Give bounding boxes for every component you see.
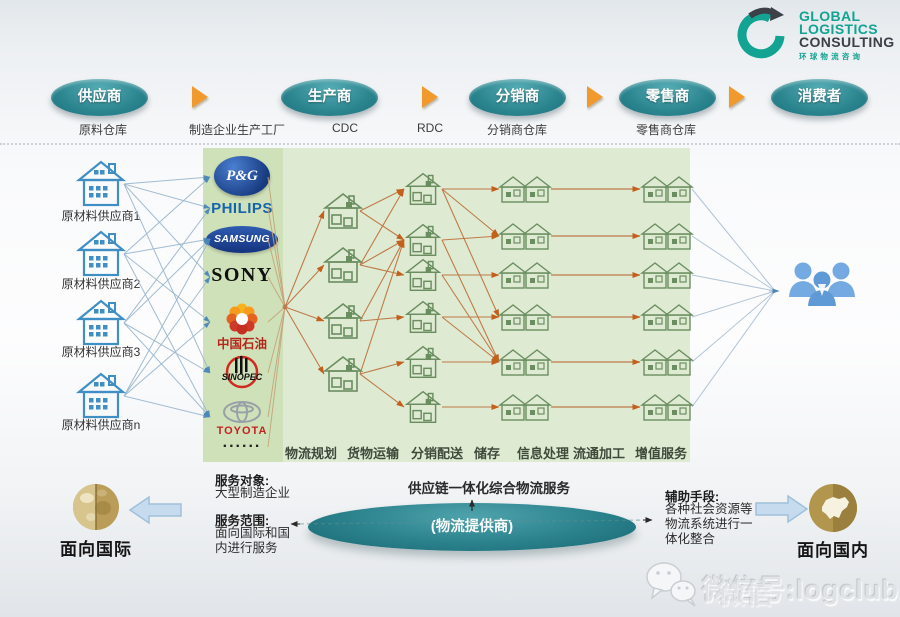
stage-pill-retailer: 零售商 xyxy=(619,79,716,116)
china-globe-icon xyxy=(809,484,857,532)
chain-arrow-icon xyxy=(587,86,603,108)
facility-label: 零售商仓库 xyxy=(635,123,697,137)
service-label: 信息处理 xyxy=(516,446,570,461)
service-scope-text: 面向国际和国内进行服务 xyxy=(215,526,291,555)
integration-caption: 供应链一体化综合物流服务 xyxy=(408,481,570,496)
facility-label: 分销商仓库 xyxy=(486,123,548,137)
logo-subtitle: 环球物流咨询 xyxy=(799,52,864,61)
stage-pill-distributor: 分销商 xyxy=(469,79,566,116)
chain-arrow-icon xyxy=(422,86,438,108)
stage-pill-producer: 生产商 xyxy=(281,79,378,116)
divider-line xyxy=(0,143,900,145)
facing-international-label: 面向国际 xyxy=(60,540,132,559)
service-scope-label: 服务范围: xyxy=(215,514,270,528)
facility-label: CDC xyxy=(332,121,358,135)
brand-petrochina-label: 中国石油 xyxy=(216,337,268,351)
brand-samsung-logo: SAMSUNG xyxy=(206,226,278,253)
company-logo-text: GLOBAL LOGISTICS CONSULTING 环球物流咨询 xyxy=(799,8,895,62)
brand-sinopec-icon xyxy=(225,355,259,389)
stage-pill-supplier: 供应商 xyxy=(51,79,148,116)
brand-toyota-label: TOYOTA xyxy=(216,425,268,437)
logo-line-2: LOGISTICS xyxy=(799,21,879,37)
brand-pg-logo: P&G xyxy=(214,156,270,196)
facility-label: RDC xyxy=(417,121,443,135)
service-label: 增值服务 xyxy=(634,446,688,461)
service-label: 分销配送 xyxy=(410,446,464,461)
logistics-provider-ellipse: (物流提供商) xyxy=(308,503,636,551)
company-logo-icon xyxy=(737,7,785,59)
service-target-text: 大型制造企业 xyxy=(215,486,291,500)
logo-line-3: CONSULTING xyxy=(799,34,895,50)
service-label: 流通加工 xyxy=(572,446,626,461)
watermark-text-ghost: 微信号:logclub xyxy=(718,579,774,609)
facility-label: 原料仓库 xyxy=(78,123,128,137)
brand-petrochina-icon xyxy=(226,303,258,335)
block-arrow-right-icon xyxy=(755,494,809,524)
supplier-label: 原材料供应商1 xyxy=(61,209,141,223)
brand-philips-logo: PHILIPS xyxy=(211,200,273,217)
brand-toyota-icon xyxy=(223,401,261,423)
chain-arrow-icon xyxy=(192,86,208,108)
chain-arrow-icon xyxy=(729,86,745,108)
logistics-network-panel xyxy=(283,148,690,462)
facility-label: 制造企业生产工厂 xyxy=(188,123,286,137)
supplier-label: 原材料供应商n xyxy=(61,418,141,432)
service-label: 物流规划 xyxy=(284,446,338,461)
stage-pill-consumer: 消费者 xyxy=(771,79,868,116)
service-target-label: 服务对象: xyxy=(215,474,270,488)
brand-sinopec-label: SINOPEC xyxy=(221,372,263,382)
aux-means-text: 各种社会资源等物流系统进行一体化整合 xyxy=(665,502,753,546)
service-label: 货物运输 xyxy=(346,446,400,461)
watermark-text: 微信号:logclub xyxy=(702,575,899,605)
brand-sony-logo: SONY xyxy=(211,264,273,286)
wechat-icon xyxy=(646,562,696,607)
block-arrow-left-icon xyxy=(128,495,182,525)
service-label: 储存 xyxy=(473,446,501,461)
facing-domestic-label: 面向国内 xyxy=(797,541,869,560)
globe-icon xyxy=(73,484,119,530)
aux-means-label: 辅助手段: xyxy=(665,490,720,504)
supplier-label: 原材料供应商2 xyxy=(61,277,141,291)
brand-more-dots: ...... xyxy=(222,434,262,451)
logo-line-1: GLOBAL xyxy=(799,8,861,24)
supplier-label: 原材料供应商3 xyxy=(61,345,141,359)
consumers-icon xyxy=(789,262,855,306)
